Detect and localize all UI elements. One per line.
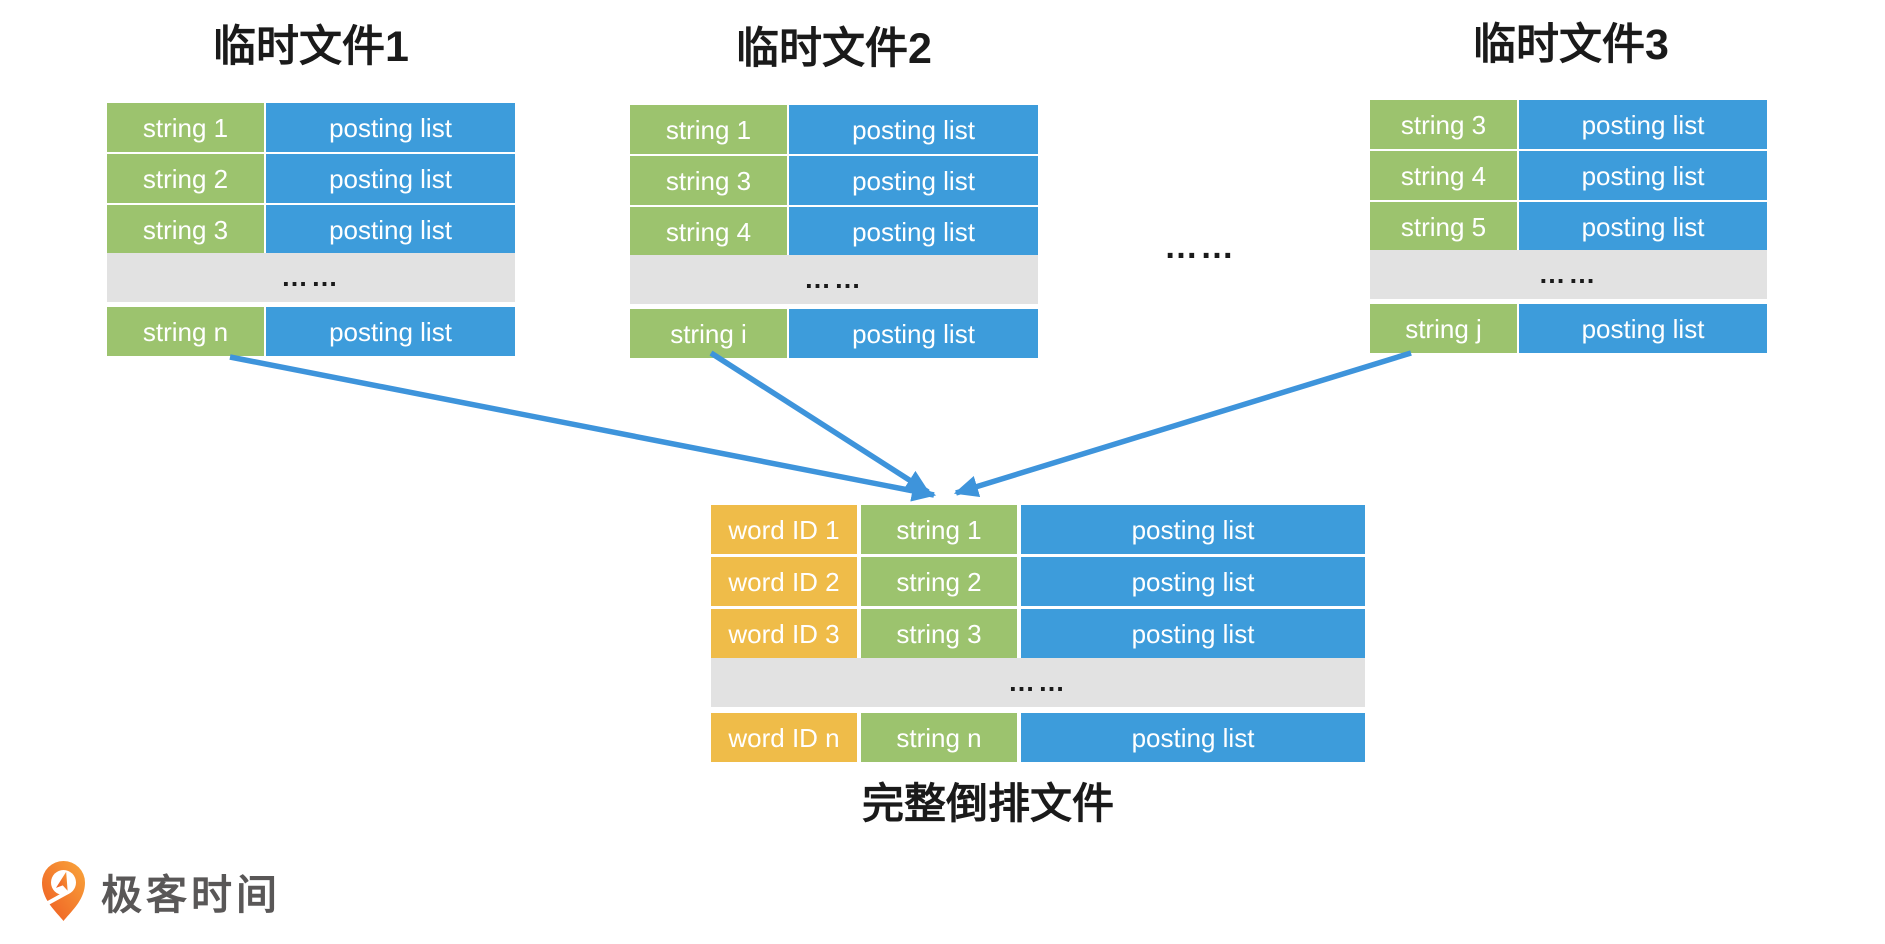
table-row: …… xyxy=(107,253,515,305)
logo-text: 极客时间 xyxy=(101,872,281,918)
table-row: string i posting list xyxy=(630,309,1038,358)
posting-list-cell: posting list xyxy=(1519,151,1767,200)
posting-list-cell: posting list xyxy=(1519,304,1767,353)
table-row: string 2 posting list xyxy=(107,154,515,203)
string-cell: string 4 xyxy=(630,207,787,256)
posting-list-cell: posting list xyxy=(266,205,515,254)
string-cell: string 2 xyxy=(861,557,1017,606)
string-cell: string 2 xyxy=(107,154,264,203)
temp-file-3-title: 临时文件3 xyxy=(1473,21,1669,69)
string-cell: string j xyxy=(1370,304,1517,353)
table-row: string 3 posting list xyxy=(107,205,515,254)
ellipsis-cell: …… xyxy=(1370,250,1767,299)
string-cell: string n xyxy=(861,713,1017,762)
ellipsis-cell: …… xyxy=(711,658,1365,707)
arrow-from-temp-file-3 xyxy=(953,350,1412,498)
string-cell: string n xyxy=(107,307,264,356)
geektime-logo: 极客时间 xyxy=(40,858,281,924)
table-row: string 4 posting list xyxy=(630,207,1038,256)
arrow-from-temp-file-2 xyxy=(709,350,930,495)
table-row: word ID 3 string 3 posting list xyxy=(711,609,1365,658)
arrow-from-temp-file-1 xyxy=(229,354,937,502)
string-cell: string 4 xyxy=(1370,151,1517,200)
temp-file-2-title: 临时文件2 xyxy=(736,25,932,73)
merged-inverted-file-table: word ID 1 string 1 posting list word ID … xyxy=(711,505,1365,762)
temp-file-2-table: string 1 posting list string 3 posting l… xyxy=(630,105,1038,358)
table-row: string 4 posting list xyxy=(1370,151,1767,200)
geektime-pin-icon xyxy=(42,861,85,921)
word-id-cell: word ID 1 xyxy=(711,505,857,554)
string-cell: string 3 xyxy=(861,609,1017,658)
string-cell: string 1 xyxy=(107,103,264,152)
table-row: string n posting list xyxy=(107,307,515,356)
temp-file-3-table: string 3 posting list string 4 posting l… xyxy=(1370,100,1767,353)
string-cell: string 3 xyxy=(107,205,264,254)
string-cell: string 3 xyxy=(1370,100,1517,149)
word-id-cell: word ID n xyxy=(711,713,857,762)
table-row: string 3 posting list xyxy=(1370,100,1767,149)
posting-list-cell: posting list xyxy=(266,154,515,203)
word-id-cell: word ID 2 xyxy=(711,557,857,606)
word-id-cell: word ID 3 xyxy=(711,609,857,658)
posting-list-cell: posting list xyxy=(789,105,1038,154)
table-row: string 1 posting list xyxy=(630,105,1038,154)
table-row: word ID 1 string 1 posting list xyxy=(711,505,1365,554)
string-cell: string i xyxy=(630,309,787,358)
temp-file-1-table: string 1 posting list string 2 posting l… xyxy=(107,103,515,356)
table-row: string 5 posting list xyxy=(1370,202,1767,251)
posting-list-cell: posting list xyxy=(1519,100,1767,149)
posting-list-cell: posting list xyxy=(789,156,1038,205)
string-cell: string 1 xyxy=(861,505,1017,554)
posting-list-cell: posting list xyxy=(1519,202,1767,251)
merged-file-caption: 完整倒排文件 xyxy=(861,780,1114,827)
posting-list-cell: posting list xyxy=(266,307,515,356)
table-row: word ID n string n posting list xyxy=(711,713,1365,762)
table-row: string 1 posting list xyxy=(107,103,515,152)
temp-file-1-title: 临时文件1 xyxy=(213,23,409,71)
table-row: …… xyxy=(630,255,1038,307)
table-row: string j posting list xyxy=(1370,304,1767,353)
posting-list-cell: posting list xyxy=(266,103,515,152)
ellipsis-cell: …… xyxy=(630,255,1038,304)
ellipsis-cell: …… xyxy=(107,253,515,302)
table-row: …… xyxy=(1370,250,1767,302)
posting-list-cell: posting list xyxy=(1021,505,1365,554)
posting-list-cell: posting list xyxy=(1021,713,1365,762)
posting-list-cell: posting list xyxy=(1021,609,1365,658)
table-row: …… xyxy=(711,658,1365,710)
string-cell: string 1 xyxy=(630,105,787,154)
string-cell: string 5 xyxy=(1370,202,1517,251)
string-cell: string 3 xyxy=(630,156,787,205)
posting-list-cell: posting list xyxy=(1021,557,1365,606)
posting-list-cell: posting list xyxy=(789,309,1038,358)
table-row: string 3 posting list xyxy=(630,156,1038,205)
table-row: word ID 2 string 2 posting list xyxy=(711,557,1365,606)
between-tables-ellipsis: …… xyxy=(1164,228,1236,266)
posting-list-cell: posting list xyxy=(789,207,1038,256)
